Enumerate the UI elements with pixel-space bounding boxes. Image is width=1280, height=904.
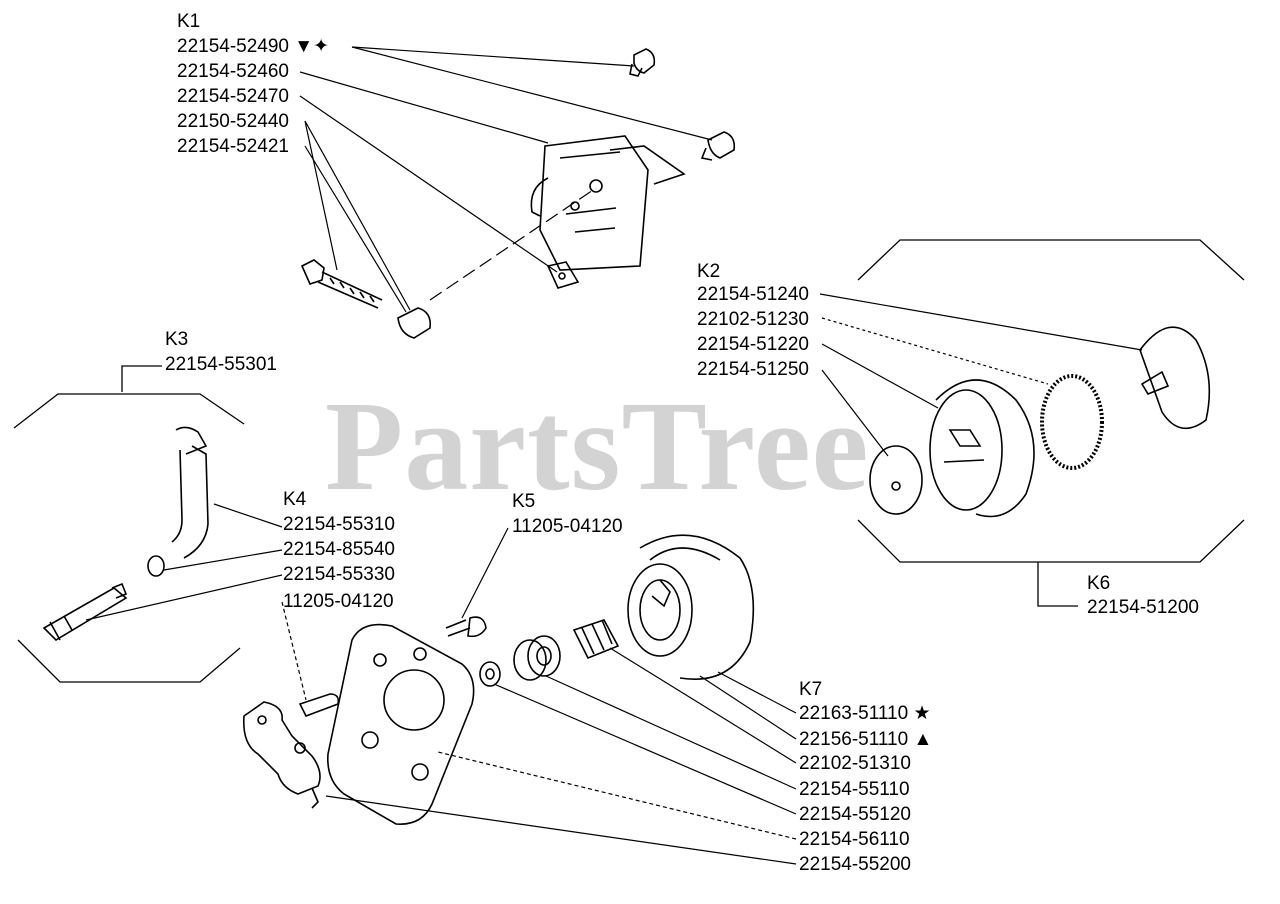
- watermark: PartsTree: [325, 375, 870, 517]
- k1-bolt-top: [629, 48, 656, 77]
- k4-cover: [327, 623, 475, 825]
- k3-clamp: [147, 555, 165, 577]
- kit-label-k1: K1: [177, 11, 201, 32]
- part-number: 22102-51230: [697, 309, 809, 330]
- k4-screw: [298, 693, 340, 718]
- k2-clutch-hub: [1139, 326, 1211, 430]
- part-number: 22154-52470: [177, 86, 289, 107]
- part-number: 22154-55301: [165, 354, 277, 375]
- k4-screw-small: [445, 616, 487, 638]
- part-number: 22154-51220: [697, 334, 809, 355]
- k2-spring: [1040, 374, 1104, 470]
- k7-washer: [479, 661, 501, 687]
- k1-small-nut: [546, 261, 580, 289]
- part-number: 11205-04120: [512, 516, 623, 537]
- kit-label-k2: K2: [697, 261, 721, 282]
- k7-bearing-race: [513, 635, 561, 681]
- part-number: 22154-52460: [177, 61, 289, 82]
- part-number: 22154-55200: [799, 854, 911, 875]
- part-number: 22156-51110 ▲: [799, 729, 933, 750]
- part-number: 22102-51310: [799, 753, 911, 774]
- part-number: 22154-51240: [697, 284, 809, 305]
- k7-leader-lines: [325, 647, 797, 865]
- kit-label-k3: K3: [165, 329, 189, 350]
- k4-oil-pump: [242, 701, 321, 809]
- part-number: 22154-55310: [283, 514, 395, 535]
- k4-leader-lines: [85, 503, 307, 701]
- k1-long-bolt: [300, 259, 383, 309]
- k3-pipe: [42, 582, 128, 642]
- part-number: 22154-52490 ▼✦: [177, 36, 329, 57]
- part-number: 22154-55330: [283, 564, 395, 585]
- kit-label-k4: K4: [283, 489, 307, 510]
- part-number: 22154-51250: [697, 359, 809, 380]
- k6-bracket: [857, 239, 1245, 607]
- k7-clutch-drum: [627, 534, 755, 680]
- k3-hose: [171, 426, 209, 559]
- part-number: 11205-04120: [283, 591, 394, 612]
- k1-axis-line: [429, 187, 597, 301]
- k1-leader-lines: [299, 46, 713, 313]
- part-number: 22154-56110: [799, 829, 910, 850]
- part-number: 22154-52421: [177, 136, 289, 157]
- k2-leader-lines: [819, 293, 1143, 457]
- k7-needle-bearing: [572, 619, 620, 660]
- k3-bracket: [13, 365, 245, 683]
- k1-nut: [397, 307, 432, 339]
- k2-washer: [869, 445, 923, 515]
- part-number: 22154-51200: [1087, 597, 1199, 618]
- k5-leader-lines: [461, 527, 509, 619]
- part-number: 22154-55110: [799, 779, 910, 800]
- kit-label-k6: K6: [1087, 573, 1111, 594]
- part-number: 22150-52440: [177, 111, 289, 132]
- k1-plate: [530, 135, 686, 271]
- kit-label-k5: K5: [512, 491, 536, 512]
- k1-bolt-right: [700, 131, 736, 161]
- kit-label-k7: K7: [799, 679, 823, 700]
- k2-clutch-shoes: [929, 379, 1035, 518]
- part-number: 22154-55120: [799, 804, 911, 825]
- part-number: 22163-51110 ★: [799, 703, 931, 724]
- part-number: 22154-85540: [283, 539, 395, 560]
